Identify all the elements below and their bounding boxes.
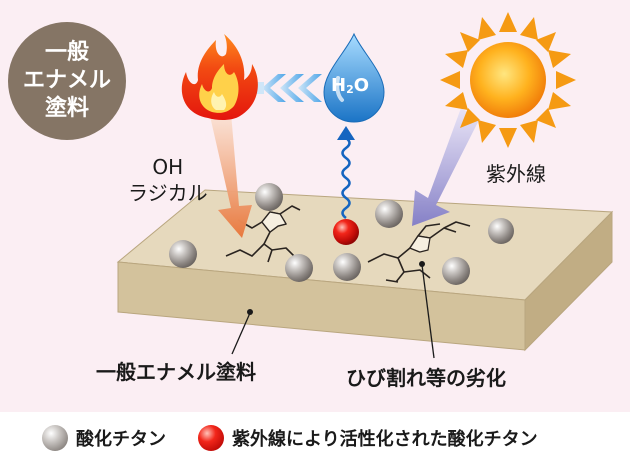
cracks-label: ひび割れ等の劣化 [346, 362, 506, 391]
diagram-artwork [116, 12, 614, 359]
wavy-arrow-icon [337, 126, 355, 220]
h2o-main: H [331, 75, 347, 96]
crack-left [225, 205, 301, 263]
legend-label-activated-titanium-oxide: 紫外線により活性化された酸化チタン [232, 429, 538, 450]
h2o-label: H2O [331, 75, 369, 96]
titanium-oxide-particle [442, 257, 470, 285]
uv-arrow [412, 108, 479, 226]
uv-text: 紫外線 [486, 162, 546, 186]
badge-text: 一般 エナメル 塗料 [22, 40, 111, 121]
h2o-end: O [353, 75, 370, 96]
paint-label: 一般エナメル塗料 [96, 356, 256, 385]
paint-type-badge: 一般 エナメル 塗料 [8, 22, 126, 140]
titanium-oxide-particle [333, 253, 361, 281]
fire-icon [181, 34, 258, 121]
sun-icon [440, 12, 576, 148]
oh-radical-arrow [210, 113, 252, 238]
paint-text: 一般エナメル塗料 [96, 360, 256, 384]
legend-item-titanium-oxide: 酸化チタン [42, 425, 166, 451]
crack-right [367, 221, 471, 283]
oh-radical-label: OH ラジカル [128, 128, 208, 206]
oh-radical-text: OH ラジカル [128, 155, 208, 205]
leader-lines [231, 264, 435, 359]
titanium-oxide-particle [169, 240, 197, 268]
h2o-subscript: 2 [346, 83, 354, 96]
activated-titanium-oxide-particle [333, 219, 359, 245]
titanium-oxide-particle [255, 183, 283, 211]
gray-ball-icon [42, 425, 68, 451]
cracks-text: ひび割れ等の劣化 [346, 366, 506, 390]
titanium-oxide-particle [285, 254, 313, 282]
red-ball-icon [198, 425, 224, 451]
paint-slab [116, 189, 614, 352]
uv-label: 紫外線 [486, 158, 546, 187]
titanium-oxide-particle [488, 218, 514, 244]
legend: 酸化チタン 紫外線により活性化された酸化チタン [0, 412, 630, 472]
legend-item-activated-titanium-oxide: 紫外線により活性化された酸化チタン [198, 425, 538, 451]
titanium-oxide-particle [375, 200, 403, 228]
titanium-oxide-particles [169, 183, 514, 285]
legend-label-titanium-oxide: 酸化チタン [76, 429, 166, 450]
water-drop-icon [323, 32, 385, 123]
